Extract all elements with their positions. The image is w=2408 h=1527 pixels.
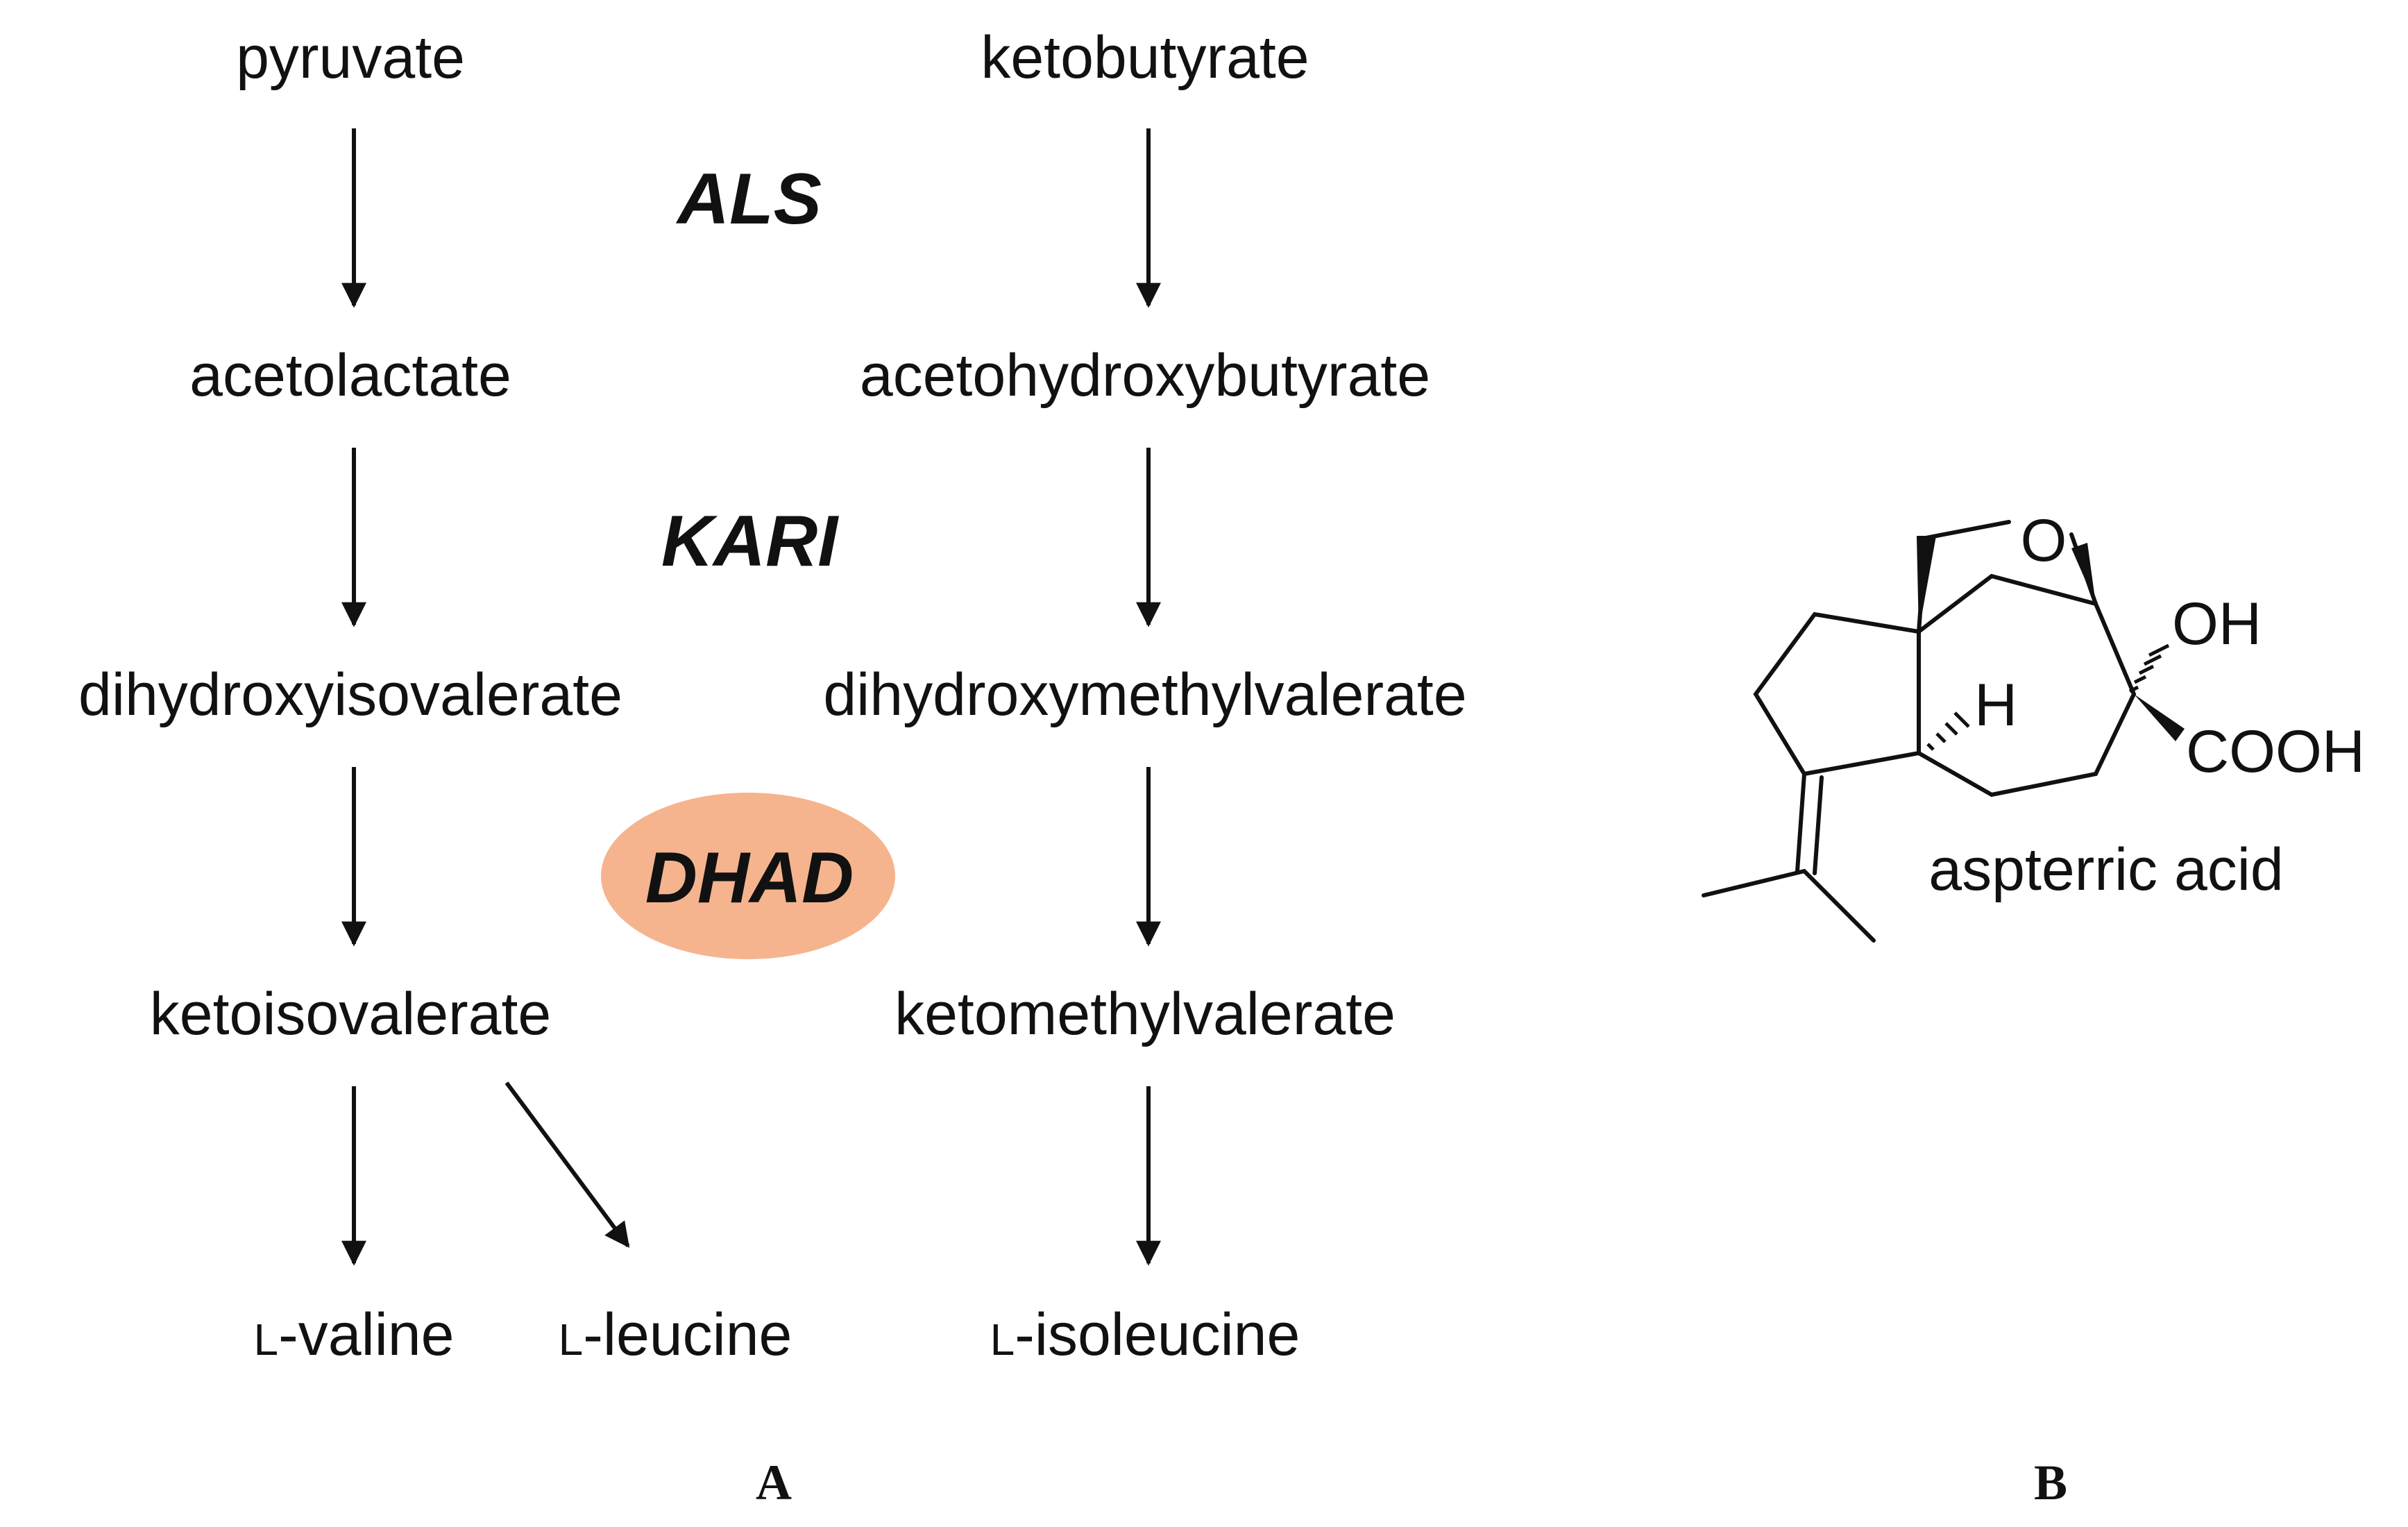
atom-hydroxyl: OH [2172,591,2262,657]
atom-hydrogen: H [1974,672,2017,739]
panel-b: O OH H COOH aspterric acid B [1702,507,2365,1510]
wedge-bond-oxygen [2071,543,2096,604]
atom-carboxyl: COOH [2186,718,2365,785]
small-caps-l: L [559,1315,584,1365]
product-l-leucine: L-leucine [559,1301,792,1368]
enzyme-kari: KARI [661,501,839,582]
panel-a-caption: A [756,1455,792,1510]
small-caps-l: L [990,1315,1015,1365]
metabolite-pyruvate: pyruvate [236,24,465,91]
small-caps-l: L [254,1315,279,1365]
aspterric-acid-structure [1702,520,2185,943]
metabolite-dihydroxyisovalerate: dihydroxyisovalerate [78,661,622,728]
metabolite-acetolactate: acetolactate [189,342,511,409]
cyclopentane-ring [1753,611,1921,777]
metabolite-ketomethylvalerate: ketomethylvalerate [894,981,1396,1047]
hashed-bond-h [1926,711,1970,751]
enzyme-dhad: DHAD [645,838,854,918]
exocyclic-double-bond-1 [1795,772,1806,873]
metabolite-acetohydroxybutyrate: acetohydroxybutyrate [860,342,1430,409]
wedge-bond-cooh [2134,694,2185,741]
dhad-highlight-ellipse [601,793,895,959]
product-valine-name: -valine [278,1301,454,1368]
atom-oxygen: O [2021,507,2067,574]
isopropylidene-methyls [1702,868,1876,943]
compound-name: aspterric acid [1928,836,2283,903]
product-l-isoleucine: L-isoleucine [990,1301,1300,1368]
hashed-bond-oh [2128,643,2170,693]
panel-b-caption: B [2034,1455,2067,1510]
metabolite-ketoisovalerate: ketoisovalerate [150,981,551,1047]
panel-a: pyruvate acetolactate dihydroxyisovalera… [78,24,1467,1510]
metabolite-dihydroxymethylvalerate: dihydroxymethylvalerate [823,661,1466,728]
enzyme-als: ALS [675,159,822,239]
cycloheptane-ring [1917,573,2137,798]
product-isoleucine-name: -isoleucine [1015,1301,1300,1368]
wedge-bond-bridge [1917,536,1936,632]
metabolite-ketobutyrate: ketobutyrate [981,24,1309,91]
product-l-valine: L-valine [254,1301,455,1368]
product-leucine-name: -leucine [583,1301,792,1368]
arrow-ketoisovalerate-to-leucine [505,1081,630,1248]
exocyclic-double-bond-2 [1813,775,1824,875]
